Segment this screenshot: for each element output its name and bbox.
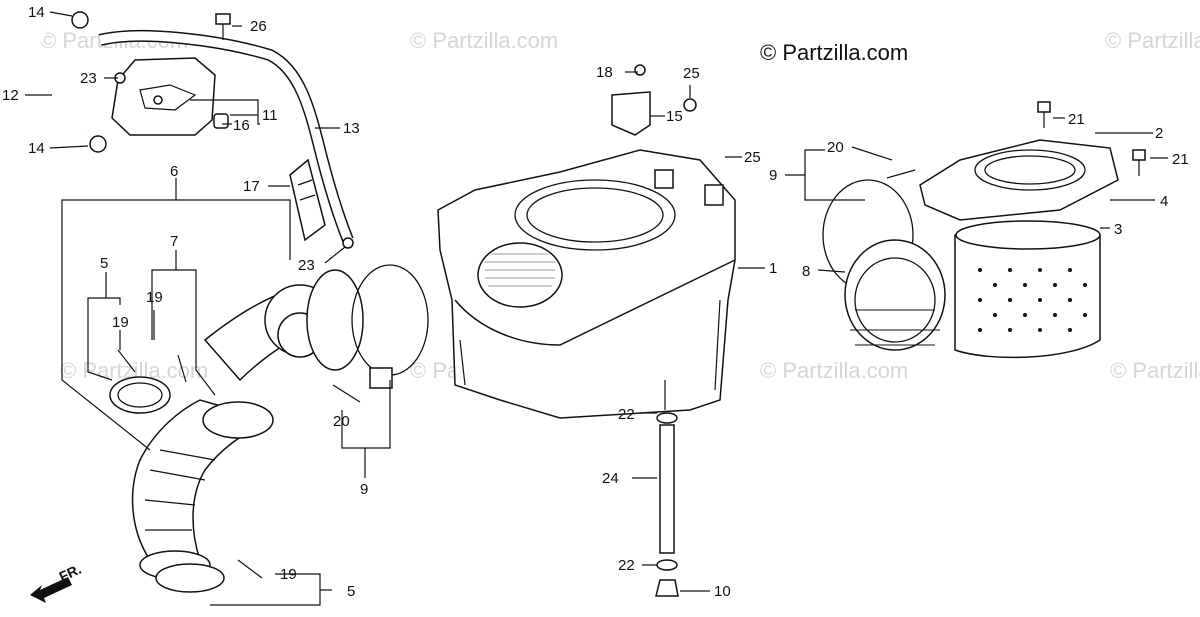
front-direction-arrow: FR.	[30, 561, 84, 603]
callout-10: 10	[714, 583, 731, 600]
callout-20: 20	[333, 413, 350, 430]
band-clamp-part	[351, 264, 429, 389]
leader-lines	[25, 11, 1168, 606]
callout-15: 15	[666, 108, 683, 125]
intake-duct-part	[131, 269, 364, 580]
callout-1: 1	[769, 260, 777, 277]
callout-12: 12	[2, 87, 19, 104]
breather-hose-part	[29, 26, 92, 134]
callout-26: 26	[250, 18, 267, 35]
callout-23: 23	[298, 257, 315, 274]
callout-19: 19	[280, 566, 297, 583]
callout-22: 22	[618, 557, 635, 574]
copyright-text: © Partzilla.com	[760, 40, 908, 65]
cover-screws	[886, 101, 1146, 179]
callout-9: 9	[769, 167, 777, 184]
clamp-band-part	[109, 376, 225, 593]
callout-19: 19	[112, 314, 129, 331]
watermark-text: © Partzilla.com	[1110, 358, 1200, 383]
callout-21: 21	[1172, 151, 1189, 168]
watermark-text: © Partzilla.com	[410, 28, 558, 53]
callout-22: 22	[618, 406, 635, 423]
callout-24: 24	[602, 470, 619, 487]
callout-18: 18	[596, 64, 613, 81]
air-funnel-part	[822, 179, 946, 351]
hose-clip-part	[289, 158, 326, 242]
small-bolts	[117, 349, 361, 579]
callout-7: 7	[170, 233, 178, 250]
callout-6: 6	[170, 163, 178, 180]
callout-25: 25	[683, 65, 700, 82]
callout-4: 4	[1160, 193, 1168, 210]
callout-25: 25	[744, 149, 761, 166]
mesh-grille	[485, 253, 555, 287]
callout-2: 2	[1155, 125, 1163, 142]
callout-20: 20	[827, 139, 844, 156]
watermark-text: © Partzilla.com	[1105, 28, 1200, 53]
direction-label: FR.	[57, 561, 84, 585]
callout-3: 3	[1114, 221, 1122, 238]
callout-5: 5	[347, 583, 355, 600]
callout-8: 8	[802, 263, 810, 280]
callout-17: 17	[243, 178, 260, 195]
drain-tube-part	[655, 412, 679, 597]
long-hose-part	[98, 29, 354, 243]
mount-bracket-part	[611, 64, 697, 136]
callout-16: 16	[233, 117, 250, 134]
callout-23: 23	[80, 70, 97, 87]
breather-chamber-part	[111, 57, 216, 136]
air-cleaner-case-part	[437, 149, 736, 419]
air-filter-element-part	[954, 220, 1101, 359]
callout-numbers: 14 12 14 23 26 16 11 13 17 23 6 7 5 19 1…	[2, 4, 1189, 600]
callout-11: 11	[262, 107, 278, 124]
air-cleaner-cover-part	[919, 139, 1119, 221]
callout-13: 13	[343, 120, 360, 137]
callout-21: 21	[1068, 111, 1085, 128]
hose-clamp-part	[71, 11, 107, 153]
callout-14: 14	[28, 140, 45, 157]
watermark-text: © Partzilla.com	[760, 358, 908, 383]
callout-9: 9	[360, 481, 368, 498]
callout-5: 5	[100, 255, 108, 272]
callout-19: 19	[146, 289, 163, 306]
callout-14: 14	[28, 4, 45, 21]
